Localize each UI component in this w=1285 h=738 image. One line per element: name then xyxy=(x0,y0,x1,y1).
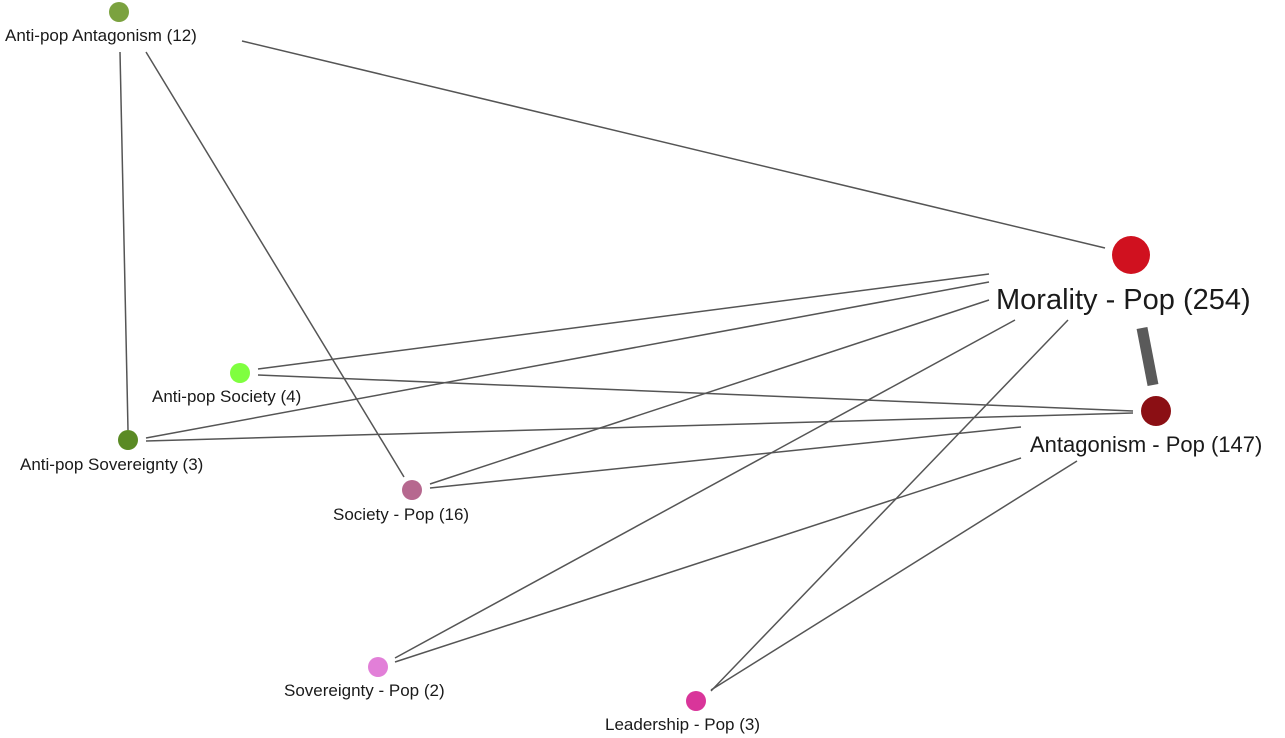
node-morality[interactable] xyxy=(1112,236,1150,274)
node-label-antag: Antagonism - Pop (147) xyxy=(1030,432,1262,457)
node-label-sov: Sovereignty - Pop (2) xyxy=(284,681,445,700)
labels-layer: Anti-pop Antagonism (12) Morality - Pop (… xyxy=(5,26,1262,734)
node-anti-antag[interactable] xyxy=(109,2,129,22)
node-anti-society[interactable] xyxy=(230,363,250,383)
edge-society-antag xyxy=(429,426,1022,489)
node-sov[interactable] xyxy=(368,657,388,677)
node-anti-sov[interactable] xyxy=(118,430,138,450)
node-label-anti-antag: Anti-pop Antagonism (12) xyxy=(5,26,197,45)
node-antag[interactable] xyxy=(1141,396,1171,426)
edge-anti-sov-antag xyxy=(145,412,1134,442)
edge-morality-society xyxy=(429,299,990,485)
node-label-society: Society - Pop (16) xyxy=(333,505,469,524)
node-society[interactable] xyxy=(402,480,422,500)
edge-anti-antag-morality xyxy=(241,40,1106,249)
node-leader[interactable] xyxy=(686,691,706,711)
edges-layer xyxy=(119,40,1159,692)
node-label-anti-society: Anti-pop Society (4) xyxy=(152,387,301,406)
edge-anti-antag-society xyxy=(145,51,405,478)
edge-morality-sov xyxy=(394,319,1016,659)
edge-morality-leader xyxy=(710,319,1069,692)
nodes-layer xyxy=(109,2,1171,711)
edge-morality-anti-sov xyxy=(145,281,990,439)
node-label-morality: Morality - Pop (254) xyxy=(996,284,1251,316)
edge-leader-antag xyxy=(710,460,1078,691)
edge-sov-antag xyxy=(394,457,1022,663)
node-label-leader: Leadership - Pop (3) xyxy=(605,715,760,734)
edge-morality-antag xyxy=(1136,326,1159,387)
node-label-anti-sov: Anti-pop Sovereignty (3) xyxy=(20,455,203,474)
edge-anti-antag-anti-sov xyxy=(119,51,129,431)
edge-anti-society-antag xyxy=(257,374,1134,412)
edge-morality-anti-society xyxy=(257,273,990,370)
